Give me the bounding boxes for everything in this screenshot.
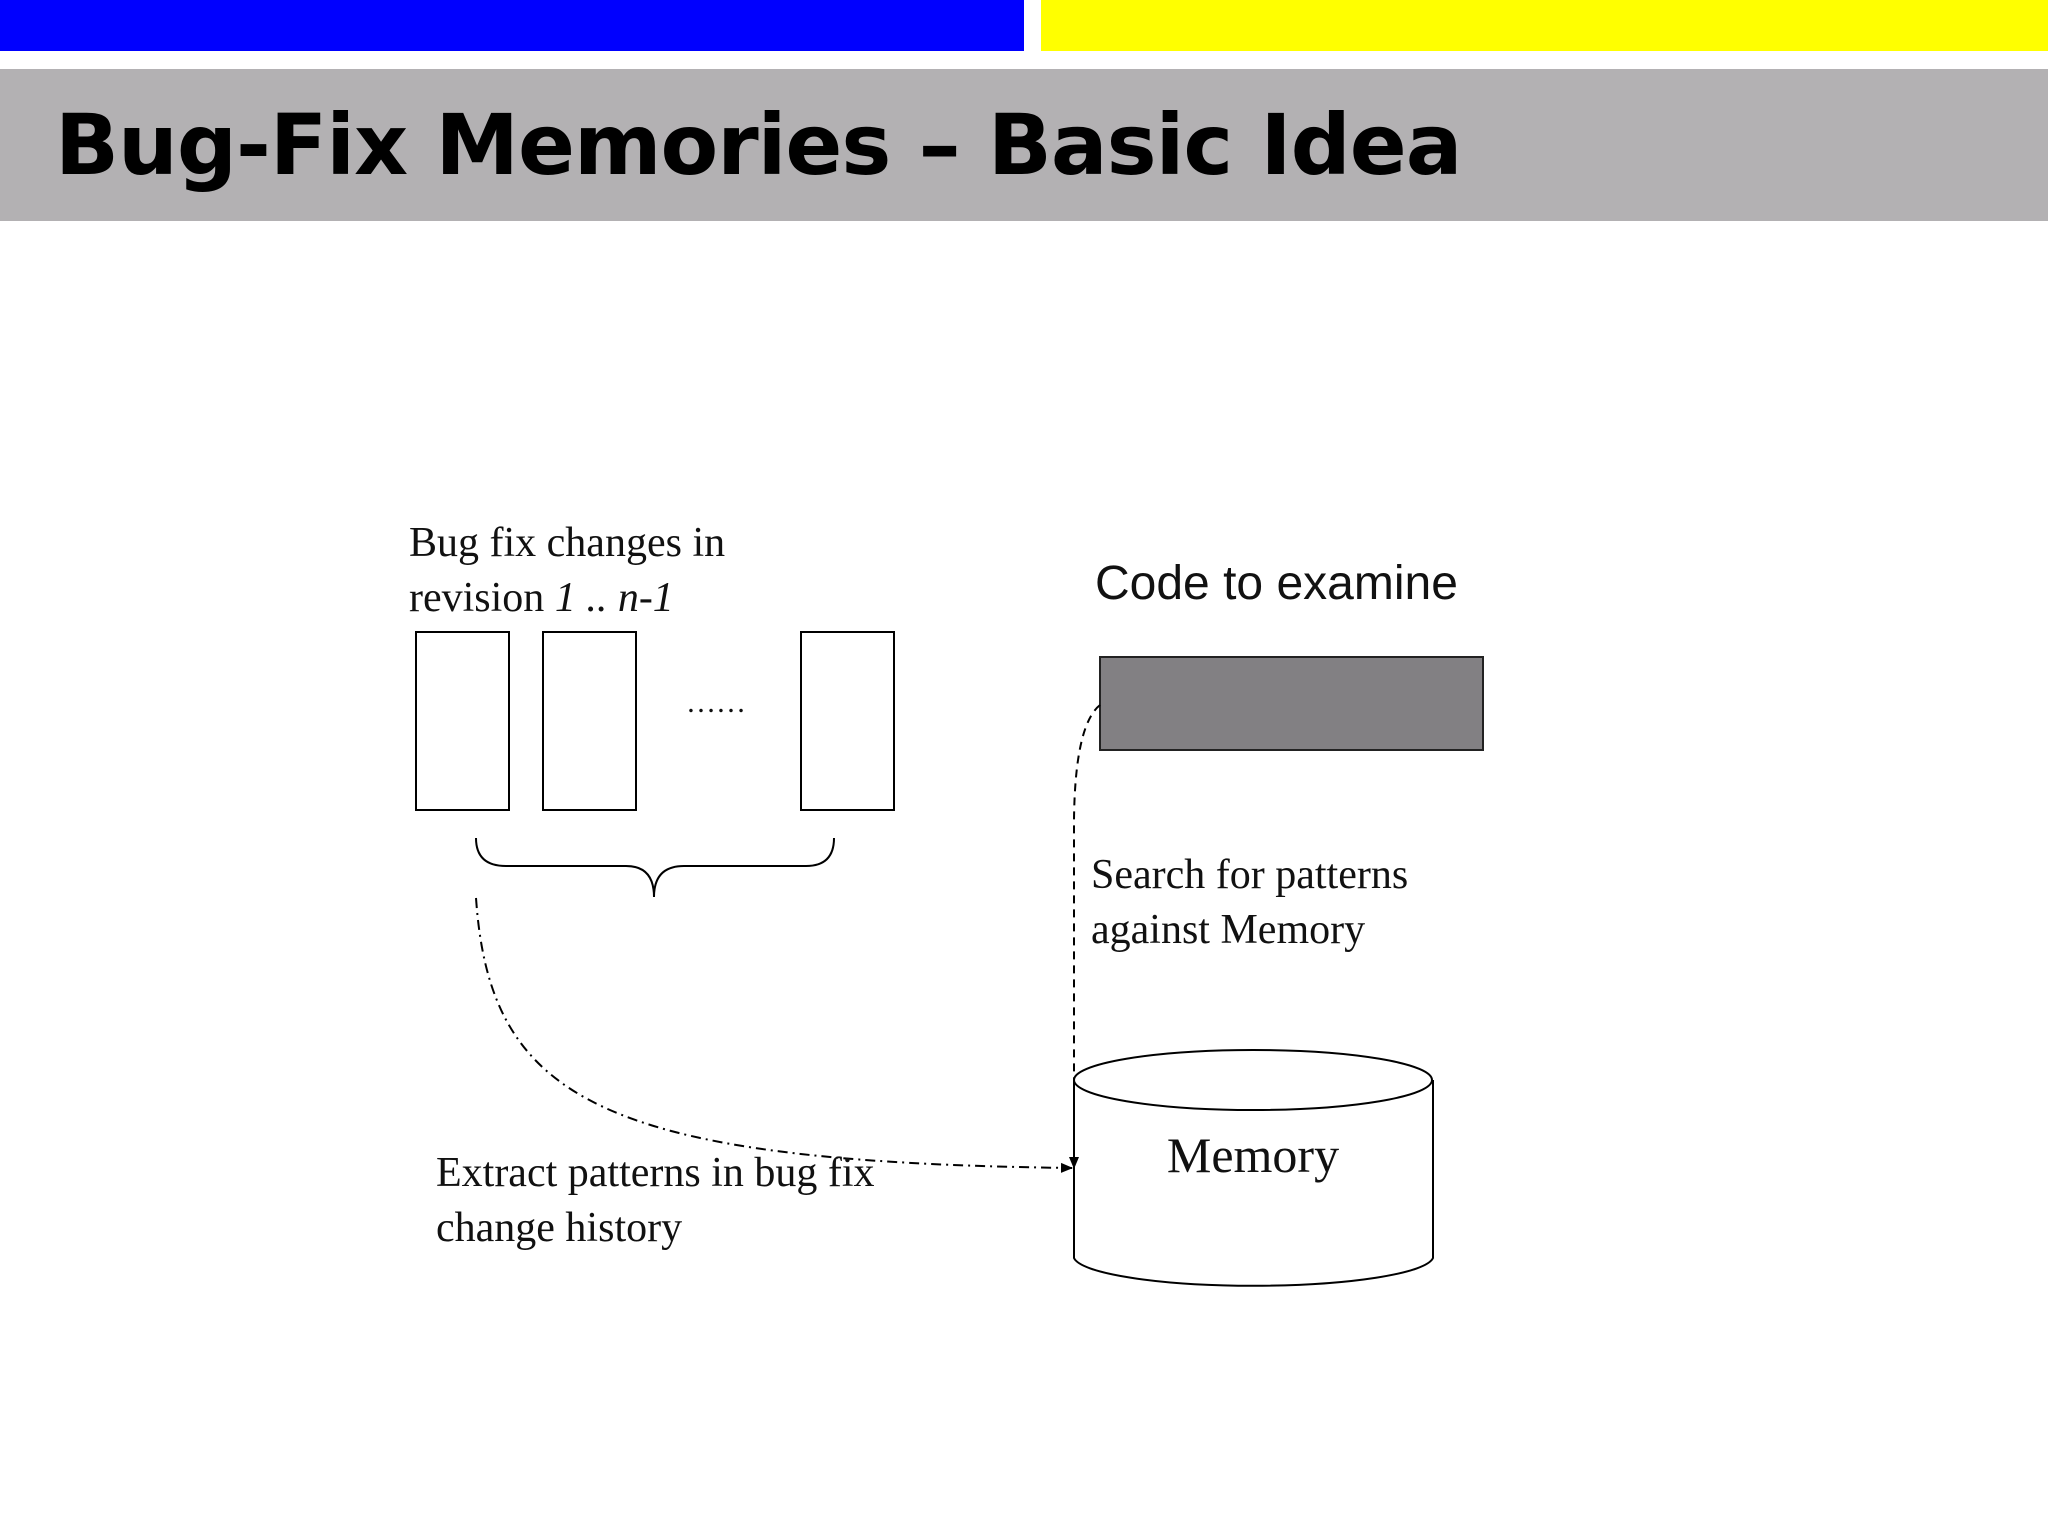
search-label-line2: against Memory bbox=[1091, 907, 1366, 953]
top-bar-yellow bbox=[1041, 0, 2048, 51]
revision-box-1 bbox=[415, 631, 510, 811]
revision-brace bbox=[475, 837, 835, 898]
revisions-label-range: 1 .. n-1 bbox=[554, 575, 674, 621]
revision-box-n-1 bbox=[800, 631, 895, 811]
extract-label-line2: change history bbox=[436, 1205, 683, 1251]
revisions-label-prefix: revision bbox=[409, 575, 555, 621]
top-bar-blue bbox=[0, 0, 1024, 51]
extract-label: Extract patterns in bug fix change histo… bbox=[436, 1146, 875, 1256]
code-block bbox=[1099, 656, 1484, 751]
title-band bbox=[0, 69, 2048, 221]
search-label: Search for patterns against Memory bbox=[1091, 848, 1408, 958]
ellipsis-label: …… bbox=[686, 686, 746, 719]
search-arrow bbox=[1069, 704, 1101, 1169]
extract-label-line1: Extract patterns in bug fix bbox=[436, 1150, 875, 1196]
revisions-label-line2: revision 1 .. n-1 bbox=[409, 571, 725, 626]
memory-cylinder bbox=[1073, 1049, 1434, 1287]
memory-label: Memory bbox=[1166, 1127, 1340, 1183]
revisions-label-line1: Bug fix changes in bbox=[409, 520, 726, 566]
revisions-label: Bug fix changes in revision 1 .. n-1 bbox=[409, 516, 725, 626]
search-label-line1: Search for patterns bbox=[1091, 852, 1409, 898]
revision-box-2 bbox=[542, 631, 637, 811]
slide-title: Bug-Fix Memories – Basic Idea bbox=[55, 96, 1462, 194]
code-to-examine-label: Code to examine bbox=[1095, 557, 1458, 610]
extract-arrow bbox=[475, 897, 1073, 1173]
